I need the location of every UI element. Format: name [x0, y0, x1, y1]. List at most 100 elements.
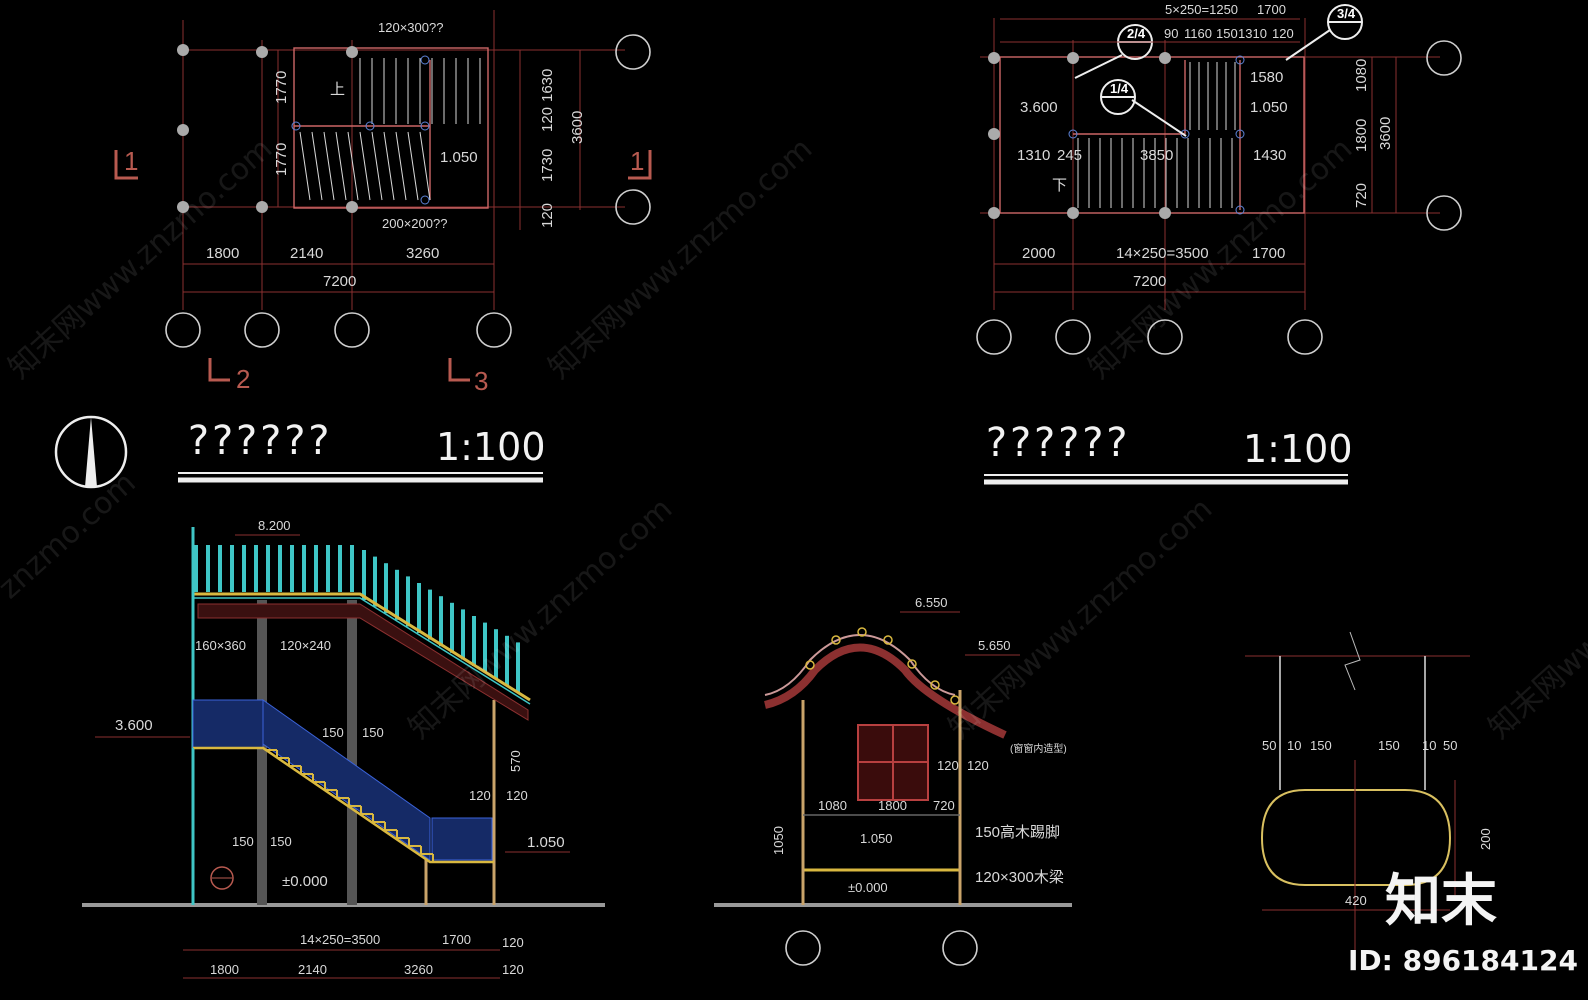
detail-dim: 150	[1378, 738, 1400, 753]
dim-label: 1050	[771, 826, 786, 855]
elevation-stair: 8.200 3.600 1.050 ±0.000 160×360 120×240…	[82, 518, 605, 979]
top-dim: 90	[1164, 26, 1178, 41]
drawing-title: ??????	[186, 418, 331, 464]
svg-text:znzmo.com: znzmo.com	[0, 465, 143, 606]
member-label: 150	[322, 725, 344, 740]
top-dim: 1700	[1257, 2, 1286, 17]
member-label: 570	[508, 750, 523, 772]
inner-dim: 1580	[1250, 69, 1283, 86]
bottom-dim: 1700	[442, 932, 471, 947]
right-dim: 120	[539, 203, 556, 228]
bottom-dim: 120	[502, 962, 524, 977]
dim-label: 1800	[878, 798, 907, 813]
dim-label: 720	[933, 798, 955, 813]
right-dim: 1800	[1353, 119, 1370, 152]
level-label: 6.550	[915, 595, 948, 610]
bottom-dim: 1800	[206, 245, 239, 262]
drawing-scale: 1:100	[1243, 427, 1353, 471]
top-dim: 1310	[1238, 26, 1267, 41]
section-mark: 2	[236, 364, 250, 394]
right-dim: 1630	[539, 69, 556, 102]
plan-left: 120×300?? 200×200?? 上 1.050 1770 1770 16…	[114, 10, 652, 483]
north-arrow-icon	[54, 415, 128, 489]
member-label: 120×240	[280, 638, 331, 653]
inner-dim: 245	[1057, 147, 1082, 164]
ground-level: ±0.000	[282, 873, 328, 890]
member-label: 150	[232, 834, 254, 849]
level-label: 3.600	[115, 717, 153, 734]
left-dim: 1770	[273, 71, 290, 104]
right-dim: 1080	[1353, 59, 1370, 92]
bottom-dim: 2140	[290, 245, 323, 262]
callout-label: 1/4	[1110, 81, 1129, 96]
elevation-pavilion: 6.550 5.650 1.050 ±0.000 (窗窗内造型) 120 120…	[714, 595, 1072, 966]
bottom-dim: 3260	[404, 962, 433, 977]
member-label: 150	[362, 725, 384, 740]
right-dim: 720	[1353, 183, 1370, 208]
detail-dim: 10	[1422, 738, 1436, 753]
callout-label: 150高木踢脚	[975, 824, 1060, 841]
dim-label: 120	[967, 758, 989, 773]
level-label: 1.050	[860, 831, 893, 846]
bottom-dim: 2000	[1022, 245, 1055, 262]
bottom-dim: 1800	[210, 962, 239, 977]
level-label: 1.050	[527, 834, 565, 851]
level-label: 8.200	[258, 518, 291, 533]
detail-dim: 50	[1443, 738, 1457, 753]
section-mark: 3	[474, 366, 488, 396]
ground-level: ±0.000	[848, 880, 888, 895]
section-mark: 1	[630, 146, 644, 176]
plan-right: 2/4 1/4 3/4 5×250=1250 1700 90 1160 150 …	[976, 2, 1462, 485]
bottom-dim: 120	[502, 935, 524, 950]
member-label: 120	[506, 788, 528, 803]
inner-dim: 1430	[1253, 147, 1286, 164]
detail-dim: 10	[1287, 738, 1301, 753]
level-label: 1.050	[440, 149, 478, 166]
drawing-title: ??????	[984, 420, 1129, 466]
inner-dim: 3850	[1140, 147, 1173, 164]
bottom-dim: 14×250=3500	[1116, 245, 1209, 262]
svg-text:知末网www.znzmo.com: 知末网www.znzmo.com	[1482, 491, 1588, 746]
detail-dim: 420	[1345, 893, 1367, 908]
stair-down-mark: 下	[1052, 177, 1067, 194]
right-dim: 120	[539, 107, 556, 132]
right-total: 3600	[1377, 117, 1394, 150]
svg-text:知末网www.znzmo.com: 知末网www.znzmo.com	[402, 491, 679, 746]
bottom-dim: 14×250=3500	[300, 932, 380, 947]
top-dim: 1160	[1184, 26, 1212, 41]
callout-label: 2/4	[1127, 26, 1146, 41]
stair-up-mark: 上	[330, 81, 345, 98]
bottom-total: 7200	[323, 273, 356, 290]
member-label: 120	[469, 788, 491, 803]
top-label: 120×300??	[378, 20, 443, 35]
detail-dim: 200	[1478, 828, 1493, 850]
note-label: (窗窗内造型)	[1010, 742, 1067, 755]
bottom-dim: 3260	[406, 245, 439, 262]
detail-dim: 150	[1310, 738, 1332, 753]
top-dim: 5×250=1250	[1165, 2, 1238, 17]
detail-dim: 50	[1262, 738, 1276, 753]
member-label: 150	[270, 834, 292, 849]
member-label: 160×360	[195, 638, 246, 653]
right-total: 3600	[569, 111, 586, 144]
svg-text:知末网www.znzmo.com: 知末网www.znzmo.com	[542, 131, 819, 386]
level-label: 5.650	[978, 638, 1011, 653]
detail-post-base: 50 10 150 150 10 50 200 420	[1245, 631, 1493, 970]
right-dim: 1730	[539, 149, 556, 182]
left-dim: 1770	[273, 143, 290, 176]
callout-label: 120×300木梁	[975, 869, 1064, 886]
dim-label: 1080	[818, 798, 847, 813]
callout-label: 3/4	[1337, 6, 1356, 21]
section-mark: 1	[124, 146, 138, 176]
bottom-dim: 2140	[298, 962, 327, 977]
bottom-label: 200×200??	[382, 216, 447, 231]
inner-dim: 1310	[1017, 147, 1050, 164]
top-dim: 120	[1272, 26, 1294, 41]
drawing-scale: 1:100	[436, 425, 546, 469]
brand-logo: 知末	[1385, 869, 1497, 934]
id-label: ID: 896184124	[1348, 944, 1578, 977]
bottom-total: 7200	[1133, 273, 1166, 290]
bottom-dim: 1700	[1252, 245, 1285, 262]
svg-text:知末网www.znzmo.com: 知末网www.znzmo.com	[942, 491, 1219, 746]
